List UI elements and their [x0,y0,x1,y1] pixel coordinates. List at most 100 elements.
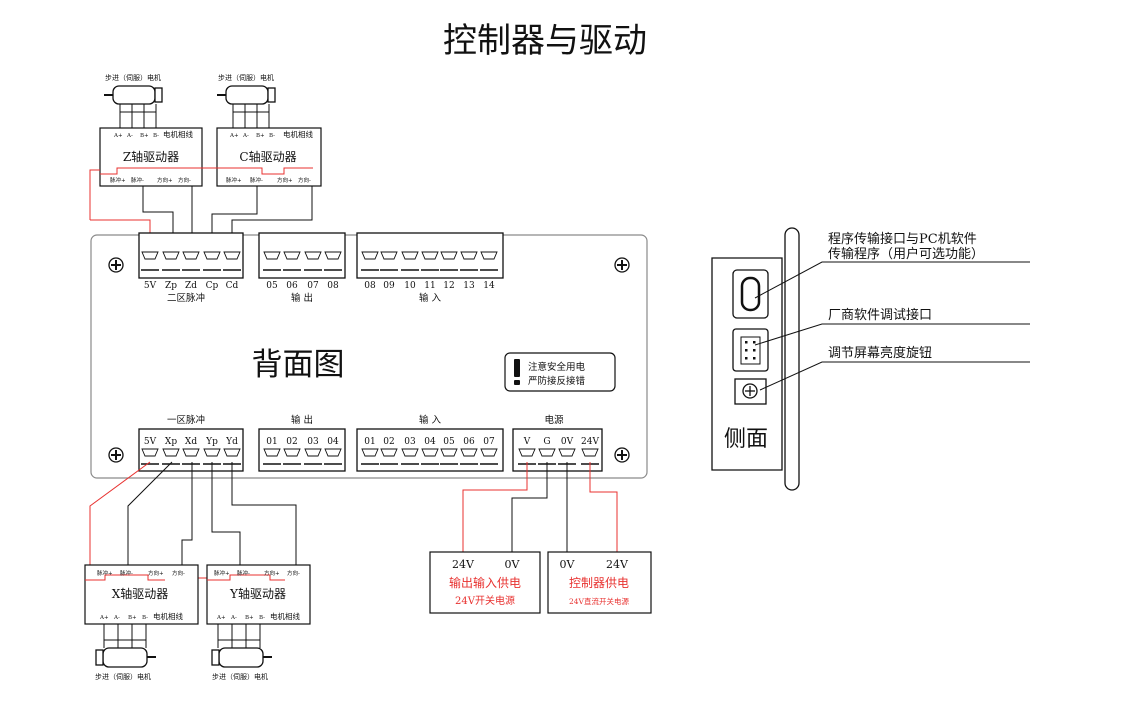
pin-label: 01 [266,437,277,447]
z-pin-pulse-minus: 脉冲- [131,176,144,184]
io-terminal-24v: 24V [452,558,475,571]
c-pin-pulse-minus: 脉冲- [250,176,263,184]
warning-line-1: 注意安全用电 [528,361,586,373]
y-driver: 脉冲+ 脉冲- 方向+ 方向- Y轴驱动器 A+ A- B+ B- 电机相线 [206,564,311,625]
terminal-screw [162,448,180,457]
io-supply-subtitle: 24V开关电源 [455,594,515,607]
terminal-screw [421,448,439,457]
brightness-knob-icon [734,378,767,405]
x-pin-pulse-minus: 脉冲- [120,569,133,577]
ctrl-terminal-0v: 0V [560,558,576,571]
terminal-screw [263,251,281,260]
z-pin-a-minus: A- [126,133,133,139]
x-motor: 步进（伺服）电机 [95,624,156,681]
y-pin-dir-plus: 方向+ [264,569,280,577]
terminal-screw [304,251,322,260]
y-pin-pulse-plus: 脉冲+ [214,569,230,577]
y-driver-name: Y轴驱动器 [229,586,286,601]
terminal-screw [203,448,221,457]
io-power-supply: 24V 0V 输出输入供电 24V开关电源 [429,551,541,614]
pin-label: 14 [483,281,495,291]
y-pin-a-plus: A+ [216,615,226,621]
z-pin-a-plus: A+ [113,133,123,139]
z-pin-b-plus: B+ [140,133,149,139]
x-pin-b-minus: B- [142,615,148,621]
pin-label: 24V [581,437,599,447]
pin-label: 05 [266,281,278,291]
c-pin-dir-minus: 方向- [298,176,311,184]
terminal-screw [283,251,301,260]
terminal-screw [223,251,241,260]
pin-label: 02 [286,437,297,447]
x-pin-pulse-plus: 脉冲+ [97,569,113,577]
y-motor-label: 步进（伺服）电机 [212,672,268,681]
pin-label: Zd [185,281,197,291]
terminal-screw [361,251,379,260]
c-pin-a-plus: A+ [229,133,239,139]
c-driver: A+ A- B+ B- 电机相线 C轴驱动器 脉冲+ 脉冲- 方向+ 方向- [216,127,322,187]
pin-label: Yd [225,437,238,447]
input-bottom-group-label: 输 入 [419,414,442,426]
plus-circle-icon [108,257,124,273]
page-title: 控制器与驱动 [443,21,647,61]
ctrl-supply-title: 控制器供电 [569,576,629,590]
terminal-screw [304,448,322,457]
io-terminal-0v: 0V [505,558,521,571]
pin-label: 03 [307,437,319,447]
x-driver: 脉冲+ 脉冲- 方向+ 方向- X轴驱动器 A+ A- B+ B- 电机相线 [84,564,199,625]
x-pin-a-minus: A- [113,615,120,621]
ctrl-terminal-24v: 24V [606,558,629,571]
z-pin-pulse-plus: 脉冲+ [110,176,126,184]
x-pin-dir-minus: 方向- [172,569,185,577]
pin-label: 08 [327,281,339,291]
terminal-screw [538,448,556,457]
c-pin-a-minus: A- [242,133,249,139]
z-pin-b-minus: B- [153,133,159,139]
pin-label: Xp [165,437,177,447]
terminal-screw [440,448,458,457]
y-pin-dir-minus: 方向- [287,569,300,577]
pin-label: 09 [383,281,395,291]
usb-port-icon [732,269,769,319]
terminal-screw [480,448,498,457]
output-bottom-group-label: 输 出 [291,414,313,426]
pin-label: 5V [144,437,157,447]
pin-label: 06 [286,281,298,291]
terminal-screw [182,448,200,457]
pin-label: 13 [463,281,475,291]
side-view-label: 侧面 [724,427,768,452]
terminal-screw [324,448,342,457]
pin-label: 11 [424,281,435,291]
pin-label: 0V [561,437,574,447]
pin-label: Xd [185,437,197,447]
terminal-screw [263,448,281,457]
pin-label: 08 [364,281,376,291]
exclamation-icon [514,359,520,385]
debug-port-icon [732,328,769,372]
x-motor-label: 步进（伺服）电机 [95,672,151,681]
z-motor: 步进（伺服）电机 [104,73,163,130]
z-pin-dir-minus: 方向- [178,176,191,184]
pin-label: Yp [205,437,218,447]
pin-label: Cd [226,281,239,291]
pin-label: Zp [165,281,177,291]
x-pin-dir-plus: 方向+ [148,569,164,577]
z-driver-name: Z轴驱动器 [123,149,179,164]
back-view-label: 背面图 [252,347,345,383]
side-view: 侧面 程序传输接口与PC机软件 传输程序（用户可选功能） 厂商软件调试接口 调节… [711,227,1030,491]
warning-line-2: 严防接反接错 [528,375,586,387]
c-pin-b-minus: B- [269,133,275,139]
z-driver: A+ A- B+ B- 电机相线 Z轴驱动器 脉冲+ 脉冲- 方向+ 方向- [99,127,203,187]
pin-label: 07 [483,437,495,447]
c-driver-name: C轴驱动器 [239,149,296,164]
terminal-screw [421,251,439,260]
x-driver-name: X轴驱动器 [112,586,169,601]
callout-debug-port: 厂商软件调试接口 [828,307,932,323]
pin-label: 5V [144,281,157,291]
x-pin-b-plus: B+ [128,615,137,621]
callout-program-port-2: 传输程序（用户可选功能） [828,246,984,262]
terminal-screw [182,251,200,260]
pin-label: 06 [463,437,475,447]
y-phase-label: 电机相线 [270,611,300,621]
ctrl-supply-subtitle: 24V直流开关电源 [569,596,629,606]
